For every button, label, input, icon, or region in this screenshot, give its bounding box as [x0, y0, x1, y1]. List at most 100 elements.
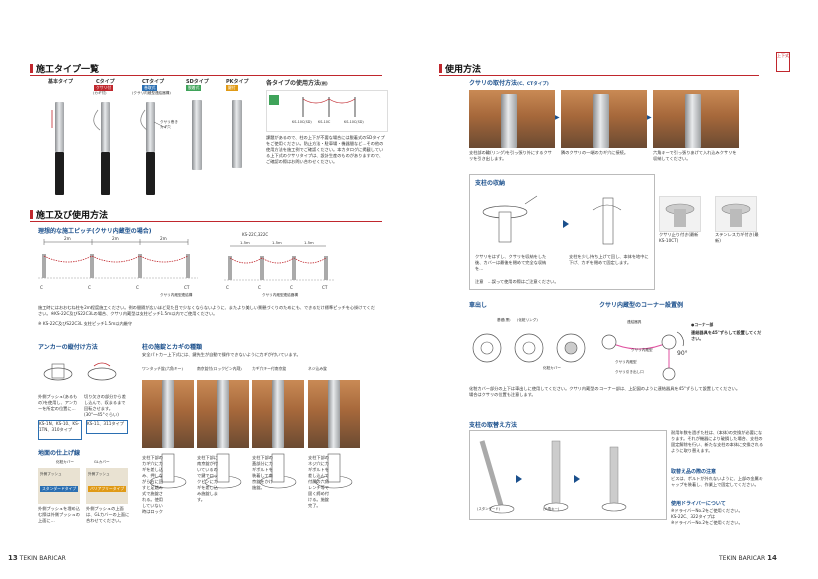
arrow-icon: ▶ [647, 114, 652, 121]
lock-type-4: ネジ込み錠 [308, 366, 327, 371]
pitch-right-letter-2: C [258, 285, 261, 290]
deri-label-3: 化粧カバー [543, 366, 561, 370]
attach-caption-2: 隣のクサリの一端のカギ穴に接続。 [561, 150, 629, 155]
pitch-note: ※ KS-22C及びS22C3L 支柱ピッチ1.5m以内厳守 [38, 321, 133, 326]
lock-photo-1-post [162, 380, 174, 448]
caution-text: ビスは、ボルトが外れないように、上部の金属キャップを装着し、作業上で固定してくだ… [671, 476, 763, 487]
storage-photo-1 [659, 196, 701, 232]
pitch-right-letter-3: C [290, 285, 293, 290]
post-basic-base [55, 152, 64, 195]
arrow-icon: ▶ [555, 114, 560, 121]
attach-caption-1: 支柱部の輪(リング)を引っ張り外にするクサリを引き出します。 [469, 150, 552, 161]
section-title-install: 施工及び使用方法 [30, 208, 108, 221]
pitch-right-letter-1: C [226, 285, 229, 290]
post-c-top [101, 102, 110, 152]
storage-caption-2: 支柱を少し持ち上げて回し、本体を地中に下げ、カギを閉めて固定します。 [569, 254, 649, 265]
lock-caption-2: 支柱下部に南京錠が付いているので鍵でロックピンにカギを差し込み施錠します。 [197, 455, 218, 502]
type-note-ct: (クサリ内蔵型連結器構) [132, 91, 171, 95]
type-label-ct: CTタイプ [142, 79, 165, 85]
type-label-c: Cタイプ [96, 79, 115, 85]
lock-photo-4-post [328, 380, 340, 448]
pitch-letter-1: C [40, 285, 43, 290]
pitch-m-1: 2m [64, 236, 71, 241]
anchor-diagram [43, 362, 117, 381]
lock-type-3: カギ穴キー付南京錠 [252, 366, 287, 371]
kusari-label: クサリ巻き カギ穴 [160, 120, 178, 129]
attach-photo-2-post [593, 94, 609, 148]
section-rule-2 [30, 221, 382, 222]
pitch-right-m-1: 1.5m [240, 240, 250, 245]
pitch-diagram-right [224, 245, 334, 281]
ground-caption-1: 外側プッシュを埋め込む際は外側プッシュの上面に… [38, 506, 80, 523]
ground-title: 地面の仕上げ線 [38, 450, 81, 457]
pitch-right-letter-4: CT [322, 285, 328, 290]
deri-title: 車出し [469, 302, 488, 309]
pitch-right-m-3: 1.5m [304, 240, 314, 245]
corner-label-4: ●コーナー部 [691, 322, 714, 327]
corner-label-5: 連結器具を45°ずらして設置してください。 [691, 330, 762, 341]
deri-label-1: 基礎(黒) [497, 318, 511, 322]
type-label-basic: 基本タイプ [48, 79, 74, 85]
ground-caption-2: 外側プッシュの上面は、GLカバーの上面に合わせてください。 [86, 506, 130, 523]
pitch-diagram-left [38, 239, 198, 279]
storage-caption-1: クサリをはずし、クサリを収納をした後、カバーは最後を閉めて完全な収納を… [475, 254, 547, 271]
storage-title: 支柱の収納 [475, 180, 506, 187]
corner-label-7: 90° [677, 350, 688, 357]
replace-text: 耐用年数を過ぎた柱は、(本体)の交換が必要になります。それが機器により破損した場… [671, 430, 764, 453]
storage-photo-label-2: ステンレスカギ付き(最新) [715, 232, 759, 243]
pitch-m-2: 2m [112, 236, 119, 241]
deri-label-2: (化粧リング) [517, 318, 538, 322]
storage-photo-2-svg [721, 203, 751, 227]
type-tag-c: クサリ付 [94, 85, 114, 91]
section-title-types: 施工タイプ一覧 [30, 62, 99, 75]
page-right: 使用方法 クサリの取付方法(C、CTタイプ) ▶ ▶ 支柱部の輪(リング)を引っ… [409, 0, 818, 579]
post-pk [232, 100, 242, 168]
corner-diagram [601, 331, 684, 381]
corner-caption: コーナー部は、上記図のように連結器具を45°ずらして設置してください。 [599, 386, 741, 391]
pitch-letter-3: C [136, 285, 139, 290]
lock-type-2: 南京錠付(ロックピン内蔵) [197, 366, 242, 371]
replace-diagram-svg [479, 440, 627, 514]
storage-photo-1-svg [665, 203, 695, 227]
uses-label-1: KS-10C(SD) [292, 120, 312, 124]
footer-left: 13 TEKIN BARICAR [8, 554, 66, 562]
type-tag-pk: 鍵付 [226, 85, 238, 91]
storage-photo-2 [715, 196, 757, 232]
driver-title: 使用ドライバーについて [671, 501, 726, 507]
pitch-caption-right: クサリ内蔵型連結器構 [262, 293, 298, 297]
lock-caption-1: 支柱下部のカギ穴にカギを差し込み、押しながら右に回すと足踏み式で施錠される。使用… [142, 455, 163, 514]
anchor-caption-2: 切り欠きの部分から差し込んで、収まるまで回転させます。(30°〜45°ぐらい) [84, 394, 126, 417]
lock-caption-4: 支柱下部のネジ穴にカギボルトを差し込んで付属の六角レンチ等で固く締め付ける。施錠… [308, 455, 329, 508]
corner-label-3: クサリ内蔵型 [615, 360, 637, 364]
post-ct-base [146, 152, 155, 195]
lock-caption-3: 支柱下部の蓋部分にカギボルトを装着して南京錠をかけ施錠。 [252, 455, 273, 490]
section-rule-usage [439, 75, 759, 76]
ground-sub-2: バリアフリータイプ [88, 486, 127, 492]
deri-text: 化粧カバー部分の上下は車出しに使用してください。クサリ内蔵型の場合はクサリの位置… [469, 386, 599, 397]
attach-caption-3: 六角キーで引っ張りあげて入れ込みクサリを収納してください。 [653, 150, 737, 161]
storage-note: 注意 …誤って使用の際はご注意ください。 [475, 279, 559, 284]
type-note-c: (カギ付) [93, 91, 107, 95]
replace-diagram-box [469, 430, 667, 520]
replace-label-2: (六角キー) [543, 507, 560, 511]
anchor-tag-1: KS-1N、KS-10、KS-1TN、310タイプ [38, 420, 82, 440]
ground-inner-1: 外側プッシュ [40, 472, 62, 476]
corner-label-1: 連結器具 [627, 320, 642, 324]
ground-inner-2: 外側プッシュ [88, 472, 110, 476]
pitch-m-3: 2m [160, 236, 167, 241]
pitch-letter-4: CT [184, 285, 190, 290]
footer-right: TEKIN BARICAR 14 [719, 554, 777, 562]
lock-photo-2-post [217, 380, 229, 448]
pitch-caption-left: クサリ内蔵型連結構 [160, 293, 193, 297]
post-ct-top [146, 102, 155, 152]
deri-diagram [472, 333, 586, 363]
anchor-caption-1: 外側プッシュ(あるもの)を使用し、アンカーを所定の位置に… [38, 394, 78, 411]
storage-diagram [482, 195, 622, 245]
pitch-right-m-2: 1.5m [272, 240, 282, 245]
driver-text: ※ドライバーNo.2をご使用ください。 KS-22C、322タイプは ※ドライバ… [671, 508, 743, 525]
attach-photo-3-post [685, 94, 701, 148]
storage-box [469, 174, 655, 290]
ground-tag-1: 化粧カバー [56, 460, 74, 464]
anchor-tag-2: KS-11、311タイプ [86, 420, 128, 434]
post-sd [192, 100, 202, 170]
